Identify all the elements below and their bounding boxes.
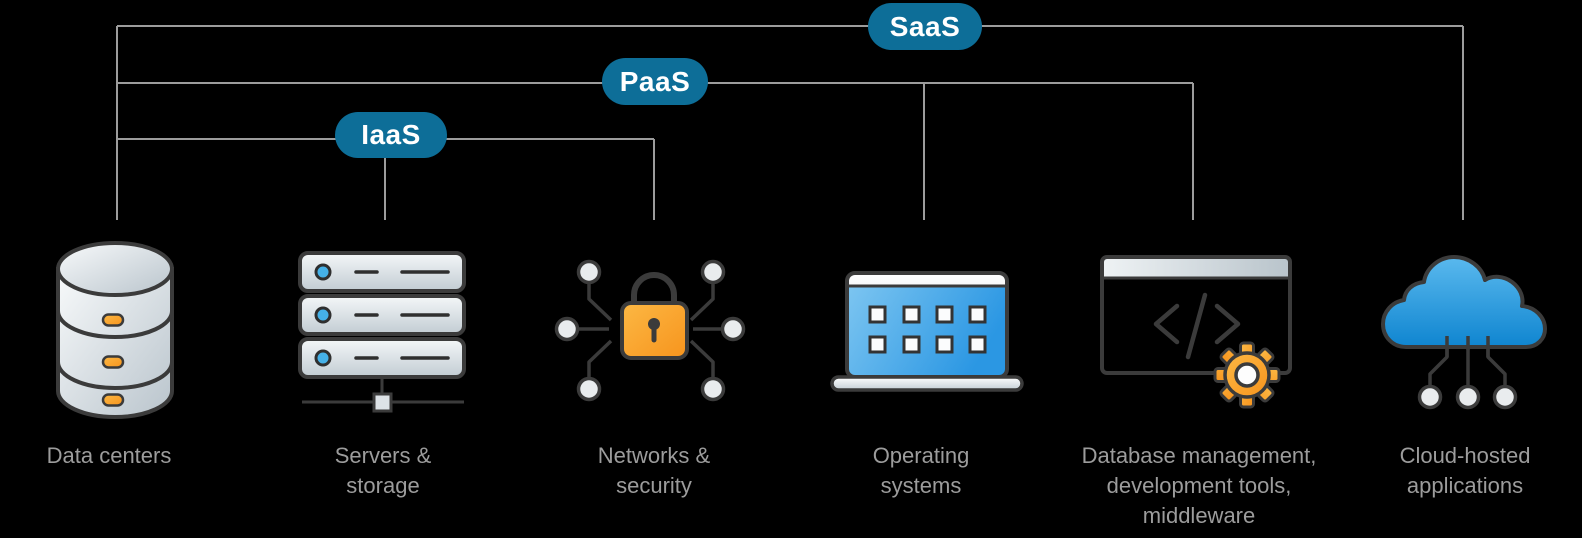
cloud-nodes [1417, 384, 1518, 410]
label-line: middleware [1142, 503, 1256, 528]
server-leds [314, 263, 332, 367]
circuit-nodes [554, 259, 746, 402]
lock-shackle [631, 272, 677, 305]
label-line: security [616, 473, 692, 498]
laptop-icon [830, 271, 1024, 392]
database-cylinder-icon [56, 241, 174, 419]
label-database-management: Database management, development tools, … [1039, 441, 1359, 531]
label-operating-systems: Operating systems [791, 441, 1051, 501]
bracket-lines [116, 25, 1464, 220]
server-slots [354, 270, 450, 360]
label-line: Database management, [1081, 443, 1317, 468]
label-line: Operating [872, 443, 970, 468]
label-line: Networks & [597, 443, 711, 468]
badge-iaas: IaaS [335, 112, 447, 158]
code-window-gear-icon [1100, 255, 1292, 409]
code-glyph [1153, 292, 1241, 360]
padlock-network-icon [554, 259, 746, 402]
app-grid [868, 305, 987, 354]
label-line: Servers & [334, 443, 432, 468]
badge-saas: SaaS [868, 3, 982, 50]
server-rack-icon [298, 251, 466, 413]
keyhole [648, 318, 660, 343]
label-line: applications [1406, 473, 1524, 498]
label-line: Cloud-hosted [1399, 443, 1531, 468]
label-networks-security: Networks & security [524, 441, 784, 501]
laptop-base [830, 375, 1024, 392]
cloud-network-icon [1381, 255, 1547, 410]
label-line: systems [880, 473, 962, 498]
label-line: Data centers [46, 443, 172, 468]
cloud-shape [1381, 255, 1547, 349]
gear-icon [1213, 341, 1281, 409]
window-title-bar [1104, 259, 1288, 278]
label-data-centers: Data centers [0, 441, 239, 471]
label-line: development tools, [1106, 473, 1292, 498]
label-servers-storage: Servers & storage [253, 441, 513, 501]
label-cloud-hosted-applications: Cloud-hosted applications [1335, 441, 1582, 501]
indicator-lights [101, 313, 125, 407]
label-line: storage [346, 473, 420, 498]
circuit-lines [578, 283, 724, 378]
badge-paas: PaaS [602, 58, 708, 105]
